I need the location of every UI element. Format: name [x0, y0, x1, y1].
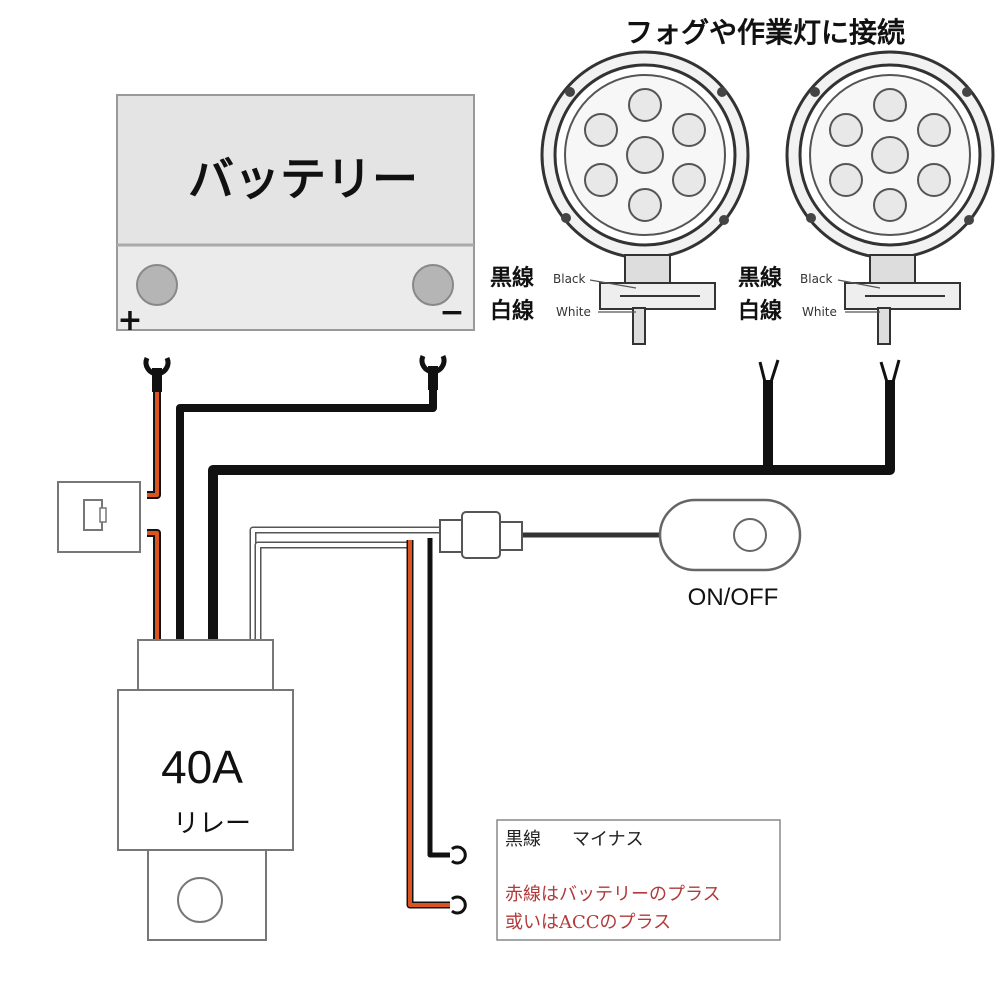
battery-positive-terminal [136, 264, 178, 306]
black-wire-to-lights [208, 380, 895, 640]
light1-black-jp: 黒線 [490, 265, 534, 291]
legend-red-line1: 赤線はバッテリーのプラス [505, 884, 721, 905]
light2-wire-labels: 黒線 Black 白線 White [738, 265, 881, 324]
light2-white-jp: 白線 [738, 298, 782, 324]
light1-white-jp: 白線 [490, 298, 534, 324]
legend-box: 黒線 マイナス 赤線はバッテリーのプラス 或いはACCのプラス [496, 819, 781, 941]
black-wire-ground-lead [427, 538, 450, 858]
black-wire-battery-negative [176, 388, 437, 640]
relay-rating: 40A [161, 741, 243, 793]
diagram-title: フォグや作業灯に接続 [625, 16, 905, 49]
work-light-1 [540, 50, 750, 345]
light2-black-jp: 黒線 [738, 265, 782, 291]
wires [147, 359, 901, 909]
relay-mount-hole [177, 877, 223, 923]
ring-terminal-negative [419, 354, 447, 390]
battery-plus-sign: + [117, 303, 142, 338]
wire-connector [439, 511, 523, 559]
work-light-2 [785, 50, 995, 345]
acc-lead-terminal [451, 895, 467, 915]
light2-white-en: White [802, 305, 837, 319]
relay: 40A リレー [117, 639, 294, 941]
light1-black-en: Black [553, 272, 586, 286]
light1-white-en: White [556, 305, 591, 319]
light2-black-en: Black [800, 272, 833, 286]
switch-label: ON/OFF [688, 584, 779, 611]
light1-wire-labels: 黒線 Black 白線 White [490, 265, 637, 324]
legend-black-label: 黒線 [505, 829, 541, 850]
legend-red-line2: 或いはACCのプラス [505, 912, 671, 933]
onoff-switch[interactable]: ON/OFF [658, 498, 802, 611]
battery-minus-sign: − [439, 295, 464, 330]
relay-name: リレー [173, 809, 251, 839]
fuse-holder [57, 481, 141, 553]
legend-black-desc: マイナス [572, 829, 644, 850]
battery-negative-terminal [412, 264, 454, 306]
switch-button[interactable] [733, 518, 767, 552]
ring-terminal-positive [143, 356, 171, 392]
battery-label: バッテリー [188, 152, 418, 206]
ground-lead-terminal [451, 845, 467, 865]
battery: バッテリー + − [116, 94, 475, 338]
